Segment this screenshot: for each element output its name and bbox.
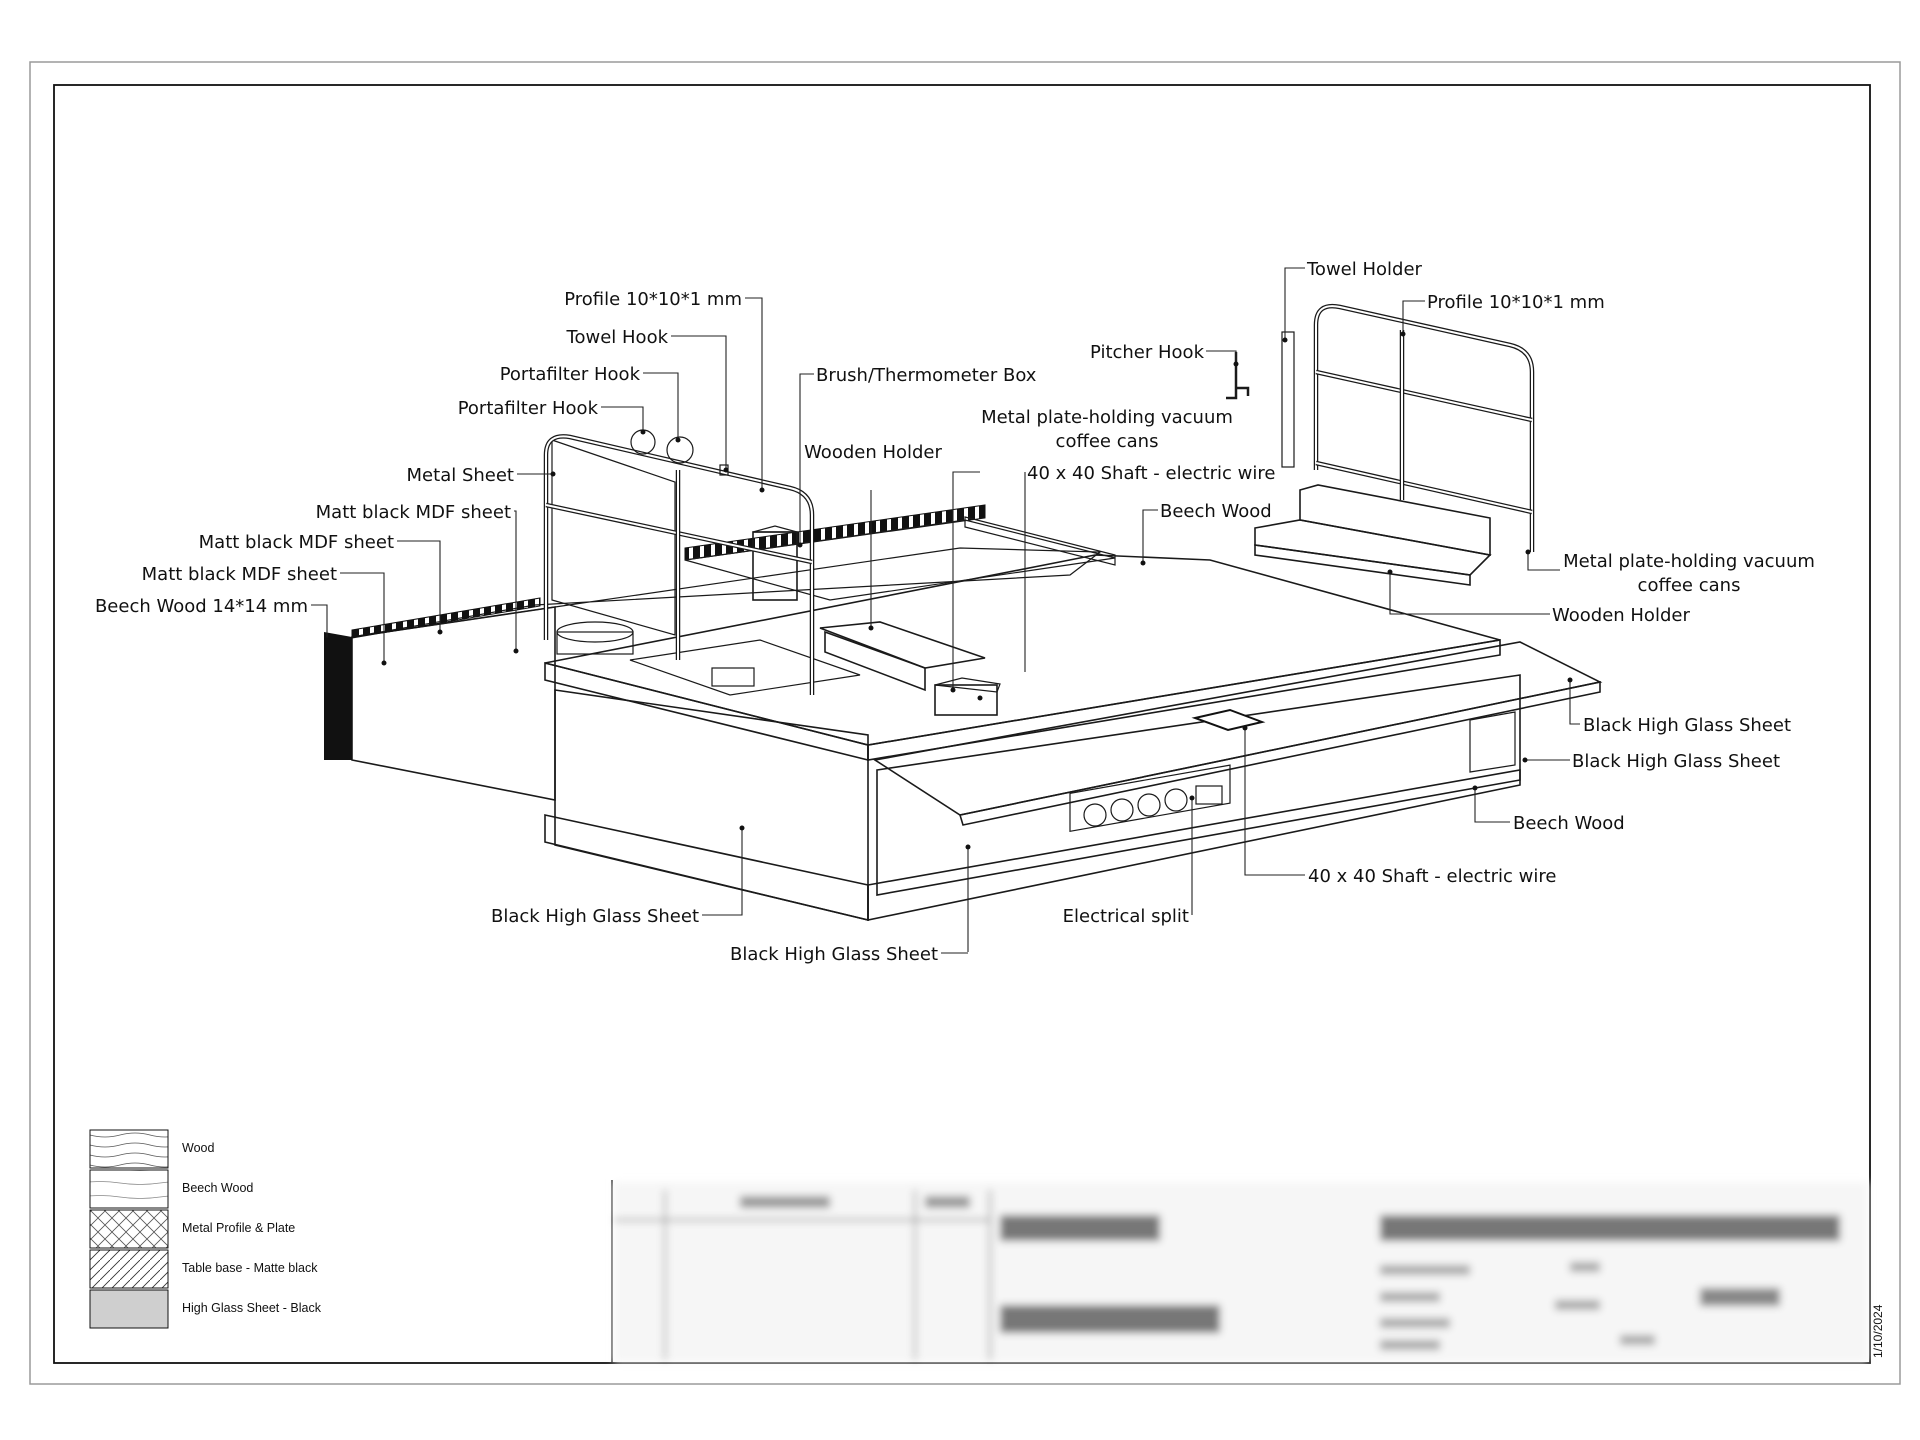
label-matt-black-mdf-2: Matt black MDF sheet [199, 532, 394, 553]
knock-box-body [556, 631, 634, 655]
right-shelf-front [1254, 544, 1471, 586]
legend-label-solid: High Glass Sheet - Black [182, 1301, 322, 1315]
base-front-face [554, 689, 869, 922]
label-black-glass-front-left: Black High Glass Sheet [491, 906, 699, 927]
electrical-split-box [1069, 764, 1231, 833]
label-black-glass-2: Black High Glass Sheet [1572, 751, 1780, 772]
outer-border [29, 61, 1901, 1385]
inner-border [53, 84, 1871, 1364]
label-shaft-top: 40 x 40 Shaft - electric wire [1027, 463, 1275, 484]
metal-mesh-panel [551, 439, 676, 636]
label-matt-black-mdf-3: Matt black MDF sheet [142, 564, 337, 585]
label-profile-left: Profile 10*10*1 mm [564, 289, 742, 310]
title-block-blurred-content [614, 1182, 1868, 1362]
legend-label-hatch: Table base - Matte black [182, 1261, 318, 1275]
legend-label-beech: Beech Wood [182, 1181, 253, 1195]
shaft-opening [1191, 708, 1266, 732]
label-portafilter-hook-1: Portafilter Hook [500, 364, 641, 385]
material-legend: Wood Beech Wood Metal Profile & Plate Ta… [89, 1129, 322, 1329]
label-beech-wood-right: Beech Wood [1513, 813, 1625, 834]
towel-holder-bar [1281, 331, 1295, 468]
label-metal-plate-left-1: Metal plate-holding vacuum [981, 407, 1233, 428]
portafilter-hook-2-disc [666, 436, 694, 464]
wooden-holder-left [819, 621, 986, 669]
label-beech-wood-top: Beech Wood [1160, 501, 1272, 522]
legend-swatch-beech [89, 1169, 169, 1209]
label-matt-black-mdf-1: Matt black MDF sheet [316, 502, 511, 523]
cup-box [934, 684, 998, 716]
back-cabinet-side [964, 516, 1116, 566]
right-shelf-base [1254, 519, 1492, 576]
left-cabinet-front [351, 606, 556, 801]
base-niche [1469, 711, 1516, 773]
base-plinth-left [544, 814, 869, 922]
mdf-teeth-left [351, 597, 541, 639]
label-electrical-split: Electrical split [1063, 906, 1189, 927]
countertop-edge-front [867, 639, 1501, 761]
label-beech-wood-14: Beech Wood 14*14 mm [95, 596, 308, 617]
left-cabinet-inner [351, 547, 1102, 638]
outlet-sockets [1083, 785, 1223, 827]
title-block-date: 1/10/2024 [1871, 1304, 1885, 1358]
back-cabinet-inner [684, 519, 1116, 601]
legend-swatch-metal [89, 1209, 169, 1249]
annotation-labels: Profile 10*10*1 mm Towel Hook Portafilte… [95, 259, 1815, 965]
title-block: 1/10/2024 [611, 1180, 1885, 1363]
legend-label-wood: Wood [182, 1141, 214, 1155]
barista-table-drawing [324, 303, 1603, 922]
black-end-panel [324, 632, 352, 760]
label-metal-plate-left-2: coffee cans [1056, 431, 1159, 452]
legend-label-metal: Metal Profile & Plate [182, 1221, 295, 1235]
sink-recess [629, 639, 861, 696]
label-metal-plate-right-2: coffee cans [1638, 575, 1741, 596]
brush-box-top [752, 525, 798, 533]
label-shaft-bottom: 40 x 40 Shaft - electric wire [1308, 866, 1556, 887]
mdf-teeth-back [684, 504, 986, 561]
label-metal-plate-right-1: Metal plate-holding vacuum [1563, 551, 1815, 572]
label-wooden-holder-right: Wooden Holder [1552, 605, 1690, 626]
label-brush-box: Brush/Thermometer Box [816, 365, 1037, 386]
label-black-glass-1: Black High Glass Sheet [1583, 715, 1791, 736]
leader-lines [311, 267, 1580, 952]
wooden-holder-left-side [824, 630, 926, 692]
base-glass-front [876, 674, 1521, 896]
legend-swatch-solid [89, 1289, 169, 1329]
label-black-glass-front-mid: Black High Glass Sheet [730, 944, 938, 965]
pitcher-hook [1226, 352, 1250, 400]
right-shelf-back [1299, 484, 1491, 556]
label-wooden-holder-left: Wooden Holder [804, 442, 942, 463]
label-towel-holder: Towel Holder [1306, 259, 1423, 280]
drain-box [711, 667, 755, 687]
countertop-top [544, 554, 1501, 746]
glass-slant-edge [958, 681, 1601, 826]
label-pitcher-hook: Pitcher Hook [1090, 342, 1205, 363]
leader-dots [324, 331, 1573, 850]
legend-swatch-hatch [89, 1249, 169, 1289]
label-towel-hook: Towel Hook [566, 327, 669, 348]
label-profile-right: Profile 10*10*1 mm [1427, 292, 1605, 313]
legend-swatch-wood [89, 1129, 169, 1169]
label-metal-sheet: Metal Sheet [407, 465, 514, 486]
label-portafilter-hook-2: Portafilter Hook [458, 398, 599, 419]
base-plinth-front [867, 769, 1521, 921]
